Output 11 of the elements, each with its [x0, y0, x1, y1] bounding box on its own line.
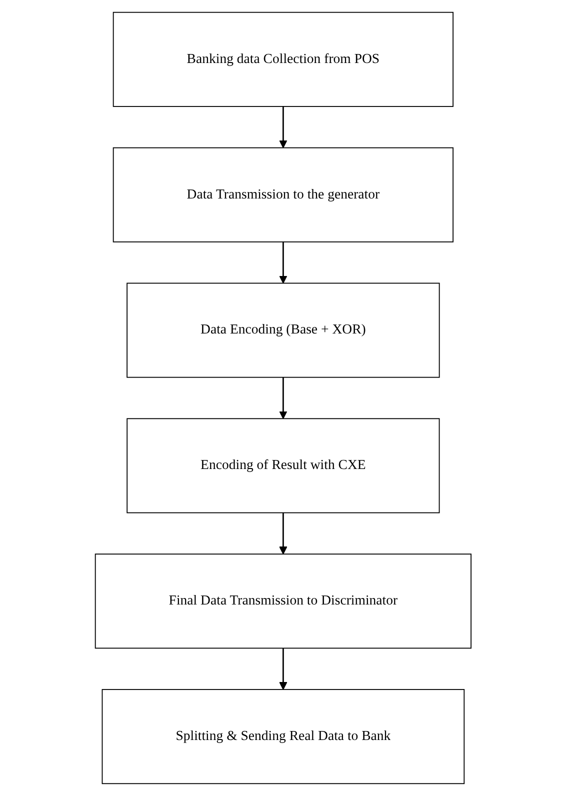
- node-box: Data Transmission to the generator: [112, 147, 454, 242]
- arrow: [278, 648, 288, 690]
- arrow: [278, 106, 288, 148]
- node-box: Data Encoding (Base + XOR): [126, 282, 440, 378]
- arrow: [278, 512, 288, 554]
- arrow: [278, 377, 288, 420]
- node-box: Encoding of Result with CXE: [126, 418, 440, 514]
- arrow: [278, 242, 288, 284]
- node-box: Final Data Transmission to Discriminator: [94, 554, 472, 649]
- node-box: Splitting & Sending Real Data to Bank: [102, 689, 464, 784]
- node-box: Banking data Collection from POS: [112, 12, 454, 107]
